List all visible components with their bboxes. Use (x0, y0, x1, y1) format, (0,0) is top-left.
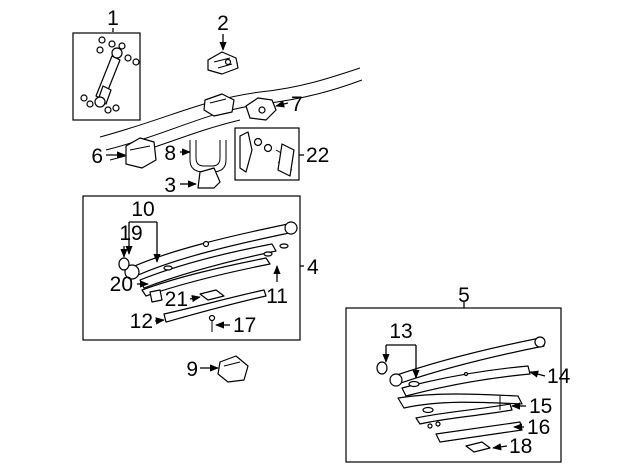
u-bolt[interactable] (189, 140, 227, 173)
rebound-leaf[interactable] (141, 257, 271, 303)
callout-19: 19 (119, 222, 142, 245)
rear-clip (427, 423, 433, 429)
callout-17: 17 (233, 314, 256, 337)
spacer-pad[interactable] (199, 289, 225, 301)
callout-3: 3 (164, 174, 176, 197)
shock-absorber-group (72, 28, 141, 121)
bushing[interactable] (118, 257, 130, 271)
clip (163, 265, 173, 271)
shock-absorber[interactable] (94, 47, 123, 108)
rear-fourth-leaf[interactable] (415, 396, 513, 425)
shock-hardware (80, 36, 140, 114)
callout-4: 4 (307, 256, 319, 279)
rear-leaf-spring-box (345, 307, 562, 463)
overload-leaf[interactable] (163, 289, 267, 323)
callout-11: 11 (266, 285, 288, 308)
callout-7: 7 (291, 93, 303, 116)
callout-22: 22 (306, 144, 329, 167)
callout-20: 20 (110, 273, 133, 296)
callout-9: 9 (186, 358, 198, 381)
rear-spacer[interactable] (465, 441, 491, 453)
spring-hanger-bracket[interactable] (207, 51, 239, 75)
callout-14: 14 (547, 365, 571, 388)
clip (279, 243, 289, 249)
callout-8: 8 (164, 142, 176, 165)
rear-main-leaf[interactable] (389, 336, 546, 387)
callout-labels: 1 2 3 4 5 6 7 8 9 10 11 12 13 14 15 16 1… (91, 7, 570, 458)
callout-10: 10 (131, 198, 154, 221)
callout-2: 2 (217, 12, 229, 35)
callout-13: 13 (389, 320, 412, 343)
shackle-group (234, 127, 304, 181)
leaf-spring-group (82, 195, 304, 341)
callout-12: 12 (130, 310, 153, 333)
leaf-spring-box (82, 195, 301, 341)
callout-17-18: 18 (509, 435, 532, 458)
bump-stop[interactable] (217, 355, 249, 383)
callout-6: 6 (91, 145, 103, 168)
center-pin (202, 240, 210, 248)
shackle[interactable] (239, 131, 295, 177)
main-leaf[interactable] (124, 221, 298, 280)
frame-mount[interactable] (125, 137, 157, 169)
center-bolt[interactable] (208, 314, 216, 333)
second-leaf[interactable] (139, 243, 277, 289)
clip (263, 251, 273, 257)
rear-bushing[interactable] (376, 361, 388, 375)
rear-clip (422, 406, 434, 414)
rear-leaf-spring-group (345, 302, 562, 463)
rear-center-pin (463, 371, 469, 377)
rear-clip (408, 380, 420, 388)
spring-seat[interactable] (197, 167, 221, 189)
shackle-box (234, 127, 300, 181)
callout-16: 16 (527, 416, 550, 439)
callout-1: 1 (107, 7, 119, 30)
shock-absorber-box (72, 32, 141, 121)
rear-clip (435, 421, 441, 427)
callout-15: 15 (529, 395, 552, 418)
callout-21: 21 (165, 288, 188, 311)
callout-5: 5 (458, 284, 470, 307)
rear-third-leaf[interactable] (397, 393, 523, 409)
shackle-bracket[interactable] (245, 97, 277, 121)
